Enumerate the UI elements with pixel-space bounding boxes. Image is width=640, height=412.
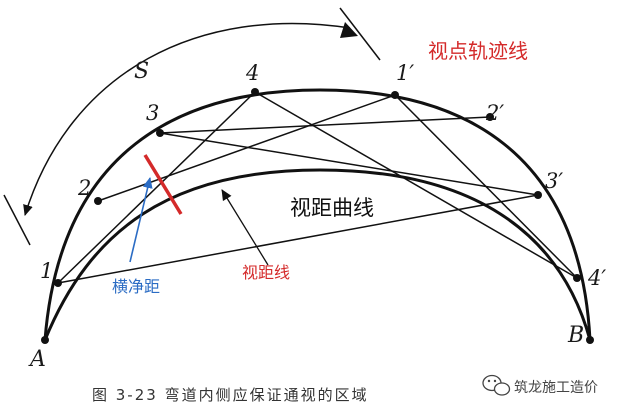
viewpoint-trajectory-curve [43, 88, 592, 341]
label-s: S [134, 59, 149, 84]
point-1 [54, 279, 62, 287]
point-3 [156, 129, 164, 137]
label-p4: 4 [245, 61, 259, 85]
watermark: 筑龙施工造价 [482, 374, 598, 396]
label-p1: 1 [40, 259, 53, 283]
label-p4p: 4′ [587, 266, 606, 290]
sight-line-1 [57, 91, 256, 284]
label-sight-curve: 视距曲线 [290, 196, 374, 220]
sight-line-pointer [221, 189, 269, 266]
label-point-a: A [28, 347, 46, 372]
point-2p [486, 113, 494, 121]
sight-line-7 [159, 116, 491, 134]
figure-caption: 图 3-23 弯道内侧应保证通视的区域 [92, 386, 369, 404]
s-end-tick [3, 194, 31, 246]
wechat-icon [482, 374, 511, 396]
s-start-tick [339, 7, 381, 61]
label-p2p: 2′ [485, 101, 504, 125]
label-p3p: 3′ [545, 169, 563, 193]
sight-distance-curve [43, 168, 592, 341]
sight-line-3 [159, 132, 539, 196]
point-4p [573, 274, 581, 282]
distance-s-arc [23, 22, 351, 216]
point-3p [534, 191, 542, 199]
point-1p [391, 91, 399, 99]
trajectory-points [41, 88, 594, 344]
label-point-b: B [567, 323, 584, 348]
point-2 [94, 197, 102, 205]
label-trajectory: 视点轨迹线 [428, 39, 528, 63]
sight-line-5 [57, 194, 539, 284]
watermark-text: 筑龙施工造价 [514, 380, 598, 396]
point-a [41, 336, 49, 344]
label-p1p: 1′ [396, 61, 414, 85]
clearance-arrow [129, 177, 153, 263]
label-p2: 2 [77, 176, 91, 200]
point-4 [251, 88, 259, 96]
clearance-segment [143, 154, 183, 215]
point-b [586, 336, 594, 344]
label-clearance: 横净距 [112, 277, 160, 296]
label-p3: 3 [146, 101, 159, 125]
s-start-arrow [340, 22, 358, 38]
sight-line-4 [254, 91, 578, 279]
label-sight-line: 视距线 [242, 263, 290, 282]
sight-line-6 [394, 94, 578, 279]
